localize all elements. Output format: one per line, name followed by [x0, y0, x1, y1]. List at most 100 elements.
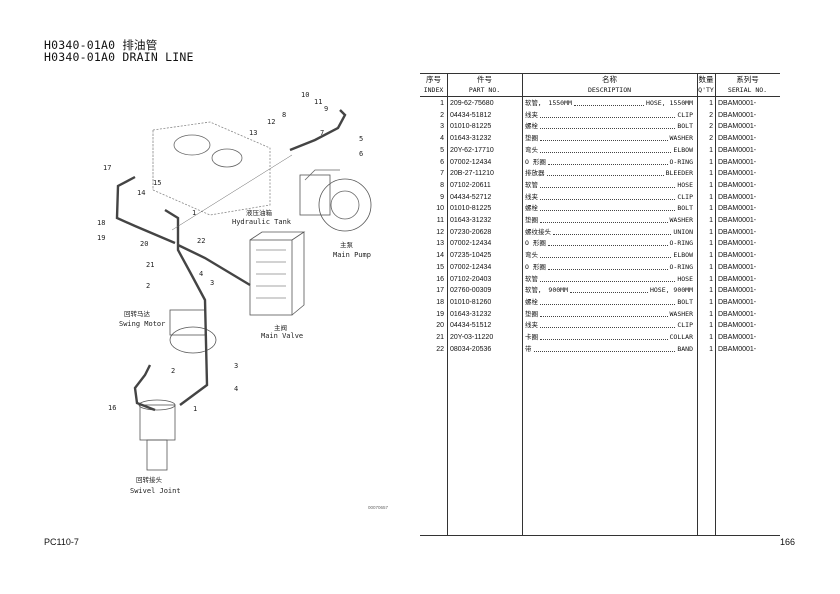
hose-main-valve — [177, 243, 251, 287]
description-en: CLIP — [677, 192, 693, 201]
description-cn: 线夹 — [525, 321, 538, 330]
row-part-no: 01643-31232 — [450, 135, 492, 143]
row-serial: DBAM0001- — [718, 123, 757, 131]
row-index: 22 — [436, 345, 444, 353]
dot-leader — [540, 192, 676, 200]
row-part-no: 20Y-03-11220 — [450, 334, 494, 341]
description-en: COLLAR — [669, 333, 693, 341]
row-qty: 1 — [709, 263, 713, 271]
row-serial: DBAM0001- — [718, 263, 757, 271]
row-part-no: 07230-20628 — [450, 228, 492, 236]
row-index: 1 — [440, 100, 444, 107]
description-en: ELBOW — [673, 145, 693, 154]
description-cn: 软管， 900MM — [525, 286, 568, 295]
row-serial: DBAM0001- — [718, 146, 757, 154]
row-index: 2 — [440, 111, 444, 119]
row-description: 螺栓 BOLT — [525, 297, 693, 309]
row-serial: DBAM0001- — [718, 158, 757, 166]
row-index: 16 — [436, 275, 444, 283]
row-index: 20 — [436, 322, 444, 330]
row-qty: 2 — [709, 123, 713, 131]
swing-motor-drawing — [169, 309, 217, 354]
row-index: 18 — [436, 298, 444, 306]
dot-leader — [540, 215, 668, 223]
row-qty: 1 — [709, 217, 713, 224]
callout: 10 — [301, 91, 309, 99]
description-cn: 线夹 — [525, 110, 538, 119]
description-en: HOSE, 900MM — [649, 286, 693, 295]
callout: 1 — [193, 405, 197, 413]
row-qty: 1 — [709, 100, 713, 107]
dot-leader — [540, 133, 668, 142]
row-index: 9 — [440, 193, 444, 201]
callout: 18 — [97, 219, 105, 227]
hydraulic-tank-label-en: Hydraulic Tank — [232, 218, 292, 226]
description-en: O-RING — [669, 239, 693, 248]
description-en: HOSE, 1550MM — [646, 99, 693, 107]
row-serial: DBAM0001- — [718, 322, 757, 330]
description-en: WASHER — [669, 134, 693, 143]
dot-leader — [533, 344, 676, 352]
description-en: O-RING — [669, 157, 693, 166]
dot-leader — [540, 274, 676, 282]
description-en: O-RING — [669, 262, 693, 271]
description-en: HOSE — [677, 274, 693, 283]
callout: 2 — [146, 282, 150, 290]
callout: 5 — [359, 135, 363, 143]
dot-leader — [540, 121, 676, 130]
dot-leader — [540, 145, 672, 153]
row-qty: 1 — [709, 158, 713, 166]
main-valve-drawing — [249, 231, 306, 316]
row-qty: 1 — [709, 345, 713, 353]
row-part-no: 07235-10425 — [450, 252, 492, 260]
description-cn: 垫圈 — [525, 309, 538, 318]
row-qty: 1 — [709, 193, 713, 201]
row-serial: DBAM0001- — [718, 287, 757, 295]
dot-leader — [540, 250, 672, 259]
row-part-no: 07002-12434 — [450, 263, 492, 271]
callout: 11 — [314, 98, 322, 106]
row-index: 4 — [440, 135, 444, 143]
row-part-no: 07102-20403 — [450, 275, 492, 283]
row-serial: DBAM0001- — [718, 193, 757, 201]
swivel-joint-label-cn: 回转接头 — [136, 475, 163, 484]
description-en: WASHER — [669, 216, 693, 224]
row-qty: 1 — [709, 252, 713, 260]
callout: 17 — [103, 164, 111, 172]
description-en: UNION — [673, 227, 693, 236]
hose-1 — [164, 208, 209, 406]
row-index: 3 — [440, 123, 444, 131]
main-pump-label-en: Main Pump — [333, 251, 371, 259]
row-index: 15 — [436, 263, 444, 271]
callout: 21 — [146, 261, 154, 269]
row-part-no: 01010-81225 — [450, 205, 492, 213]
dot-leader — [540, 309, 668, 317]
row-index: 5 — [440, 146, 444, 154]
callout: 1 — [192, 209, 196, 217]
callout: 4 — [199, 270, 203, 278]
description-cn: 螺栓 — [525, 297, 538, 306]
description-en: BOLT — [677, 297, 693, 306]
callout: 12 — [267, 118, 275, 126]
machine-model: PC110-7 — [44, 537, 79, 547]
row-qty: 2 — [709, 135, 713, 143]
row-part-no: 01010-81225 — [450, 123, 492, 131]
dot-leader — [540, 332, 668, 340]
description-cn: 软管， 1550MM — [525, 99, 572, 107]
row-part-no: 04434-52712 — [450, 193, 492, 201]
row-qty: 1 — [709, 334, 713, 341]
dot-leader — [547, 238, 668, 247]
row-qty: 2 — [709, 111, 713, 119]
row-part-no: 07102-20611 — [450, 181, 491, 189]
